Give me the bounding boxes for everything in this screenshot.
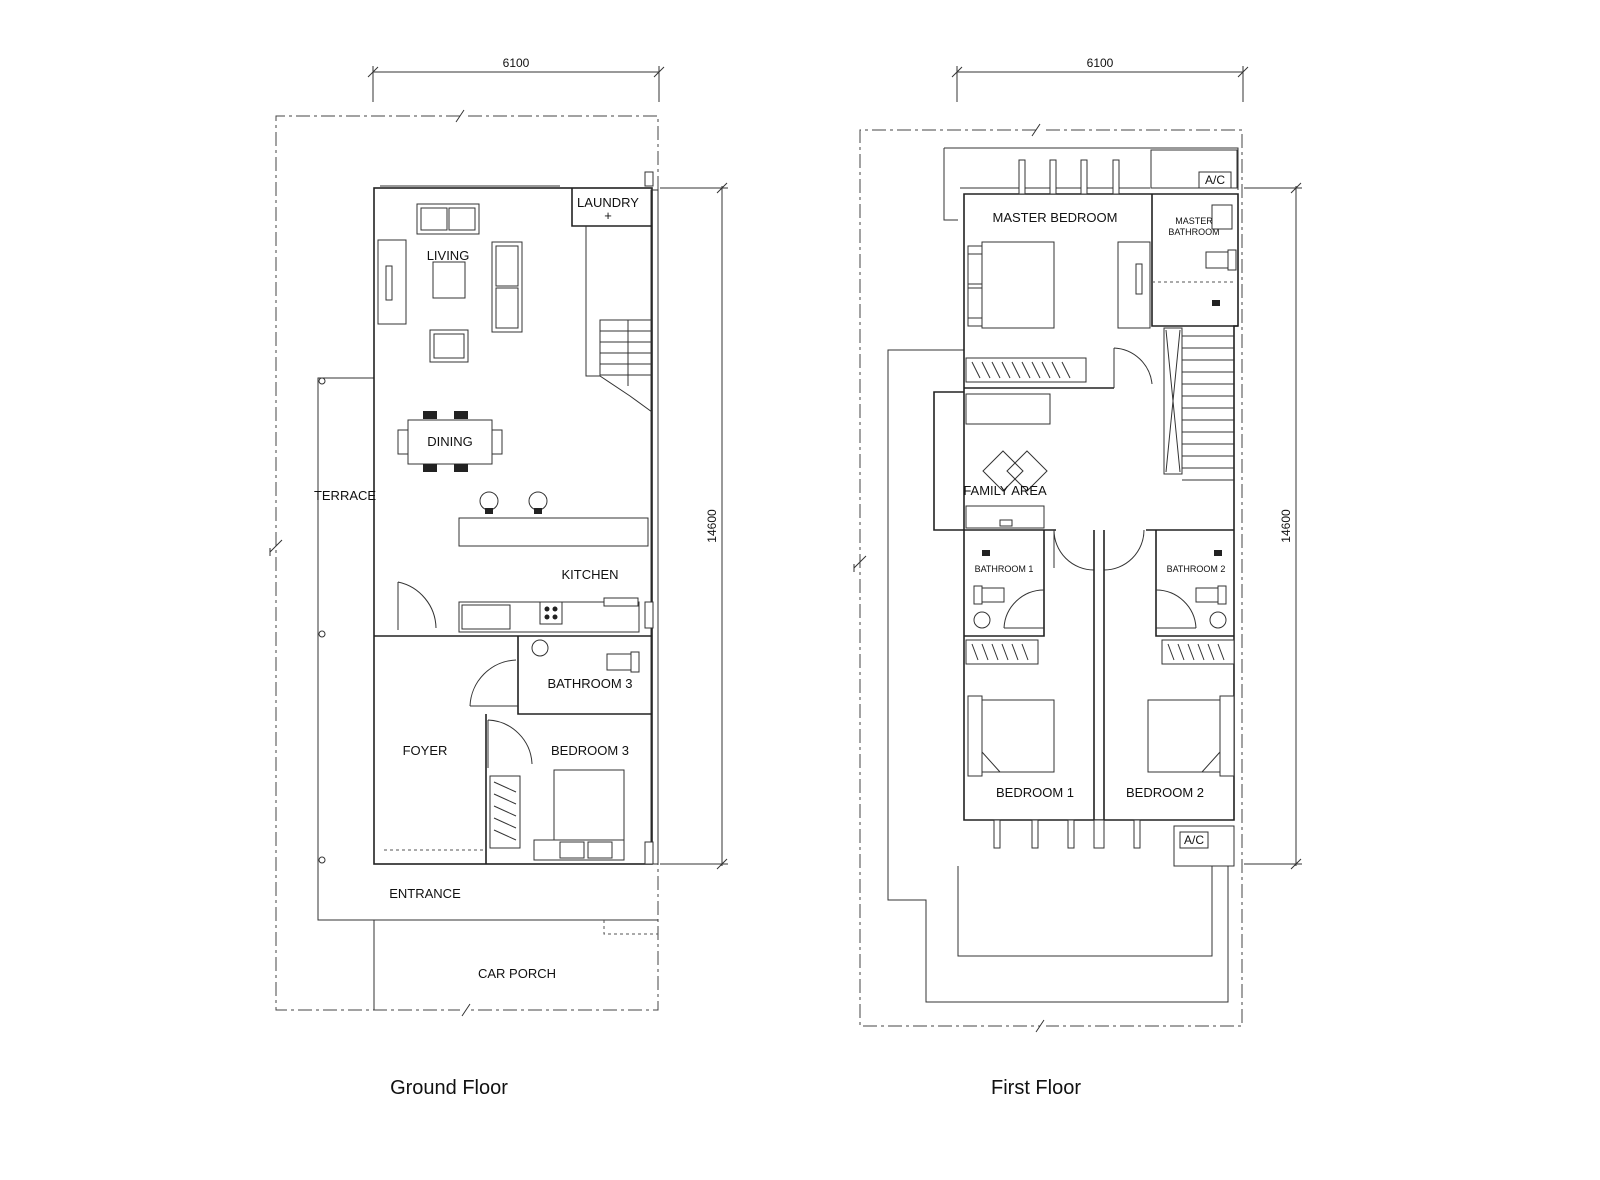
ground-width-dimension: 6100 <box>367 56 665 102</box>
room-label-car-porch: CAR PORCH <box>478 966 556 981</box>
first-depth-dimension: 14600 <box>1244 182 1302 870</box>
first-staircase <box>1163 327 1234 481</box>
room-label-terrace: TERRACE <box>314 488 376 503</box>
first-width-label: 6100 <box>1087 56 1114 70</box>
room-label-laundry: LAUNDRY <box>577 195 639 210</box>
ac-label-top: A/C <box>1205 173 1225 187</box>
first-bottom-windows <box>993 819 1141 849</box>
ground-depth-dimension: 14600 <box>660 182 728 870</box>
ac-label-bottom: A/C <box>1184 833 1204 847</box>
bedroom1-furniture <box>967 695 1055 777</box>
first-width-dimension: 6100 <box>951 56 1249 102</box>
ground-depth-label: 14600 <box>705 509 719 543</box>
room-label-bathroom1: BATHROOM 1 <box>975 564 1034 574</box>
room-label-master-bedroom: MASTER BEDROOM <box>993 210 1118 225</box>
room-label-kitchen: KITCHEN <box>561 567 618 582</box>
room-label-master-bathroom-line1: MASTER <box>1175 216 1213 226</box>
ground-lot-boundary <box>269 109 659 1017</box>
room-label-dining: DINING <box>427 434 473 449</box>
ground-width-label: 6100 <box>503 56 530 70</box>
bathroom2-fixtures <box>1155 550 1227 629</box>
bedroom3-furniture <box>489 769 625 861</box>
first-depth-label: 14600 <box>1279 509 1293 543</box>
room-label-foyer: FOYER <box>403 743 448 758</box>
room-label-bathroom3: BATHROOM 3 <box>548 676 633 691</box>
ground-staircase <box>585 226 653 413</box>
kitchen-counter <box>458 597 640 633</box>
master-bathroom-fixtures <box>1152 204 1237 306</box>
first-floor-caption: First Floor <box>991 1077 1081 1099</box>
room-label-master-bathroom-line2: BATHROOM <box>1168 227 1219 237</box>
room-label-bedroom3: BEDROOM 3 <box>551 743 629 758</box>
first-floor-plan: 6100 14600 A/C <box>853 56 1302 1099</box>
dining-table <box>397 411 503 472</box>
kitchen-island <box>458 491 649 547</box>
bedroom2-furniture <box>1147 695 1235 777</box>
room-label-family-area: FAMILY AREA <box>963 483 1047 498</box>
room-label-bedroom2: BEDROOM 2 <box>1126 785 1204 800</box>
room-label-living: LIVING <box>427 248 470 263</box>
room-label-entrance: ENTRANCE <box>389 886 461 901</box>
laundry-tap-icon: + <box>604 208 612 223</box>
family-area-rug <box>982 450 1048 492</box>
ground-floor-plan: 6100 14600 <box>269 56 728 1099</box>
first-top-windows <box>1018 159 1120 195</box>
ground-floor-caption: Ground Floor <box>390 1077 508 1099</box>
first-lot-boundary <box>853 123 1243 1033</box>
bathroom1-fixtures <box>973 550 1045 629</box>
living-furniture <box>377 203 523 363</box>
room-label-bedroom1: BEDROOM 1 <box>996 785 1074 800</box>
room-label-bathroom2: BATHROOM 2 <box>1167 564 1226 574</box>
bathroom3-fixtures <box>531 639 640 673</box>
master-bedroom-furniture <box>965 241 1151 383</box>
